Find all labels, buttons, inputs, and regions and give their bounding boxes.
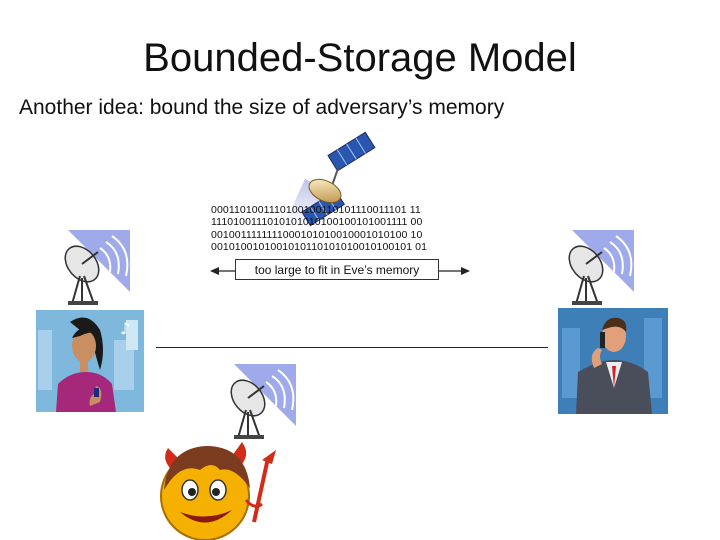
bit-row: 1110100111010101010100100101001111 00 (211, 216, 423, 229)
bit-row: 0010100101001010110101010010100101 01 (211, 240, 428, 253)
satellite-icon (283, 131, 376, 227)
woman-with-phone-illustration: ♪ (36, 310, 144, 412)
man-with-phone-illustration (558, 308, 668, 414)
satellite-dish-icon (568, 230, 634, 305)
channel-line (156, 347, 548, 348)
satellite-dish-icon (64, 230, 130, 305)
bit-row: 0001101001110100100110101110011101 11 (211, 204, 421, 216)
bit-stream: 0001101001110100100110101110011101 11 11… (211, 204, 427, 253)
bit-row: 0010011111111000101010010001010100 10 (211, 228, 423, 241)
devil-face-illustration (160, 442, 276, 540)
satellite-dish-icon (230, 364, 296, 439)
memory-limit-label: too large to fit in Eve’s memory (235, 259, 439, 280)
slide-title: Bounded-Storage Model (143, 36, 577, 80)
slide-subtitle: Another idea: bound the size of adversar… (19, 96, 505, 119)
svg-text:♪: ♪ (120, 319, 130, 338)
